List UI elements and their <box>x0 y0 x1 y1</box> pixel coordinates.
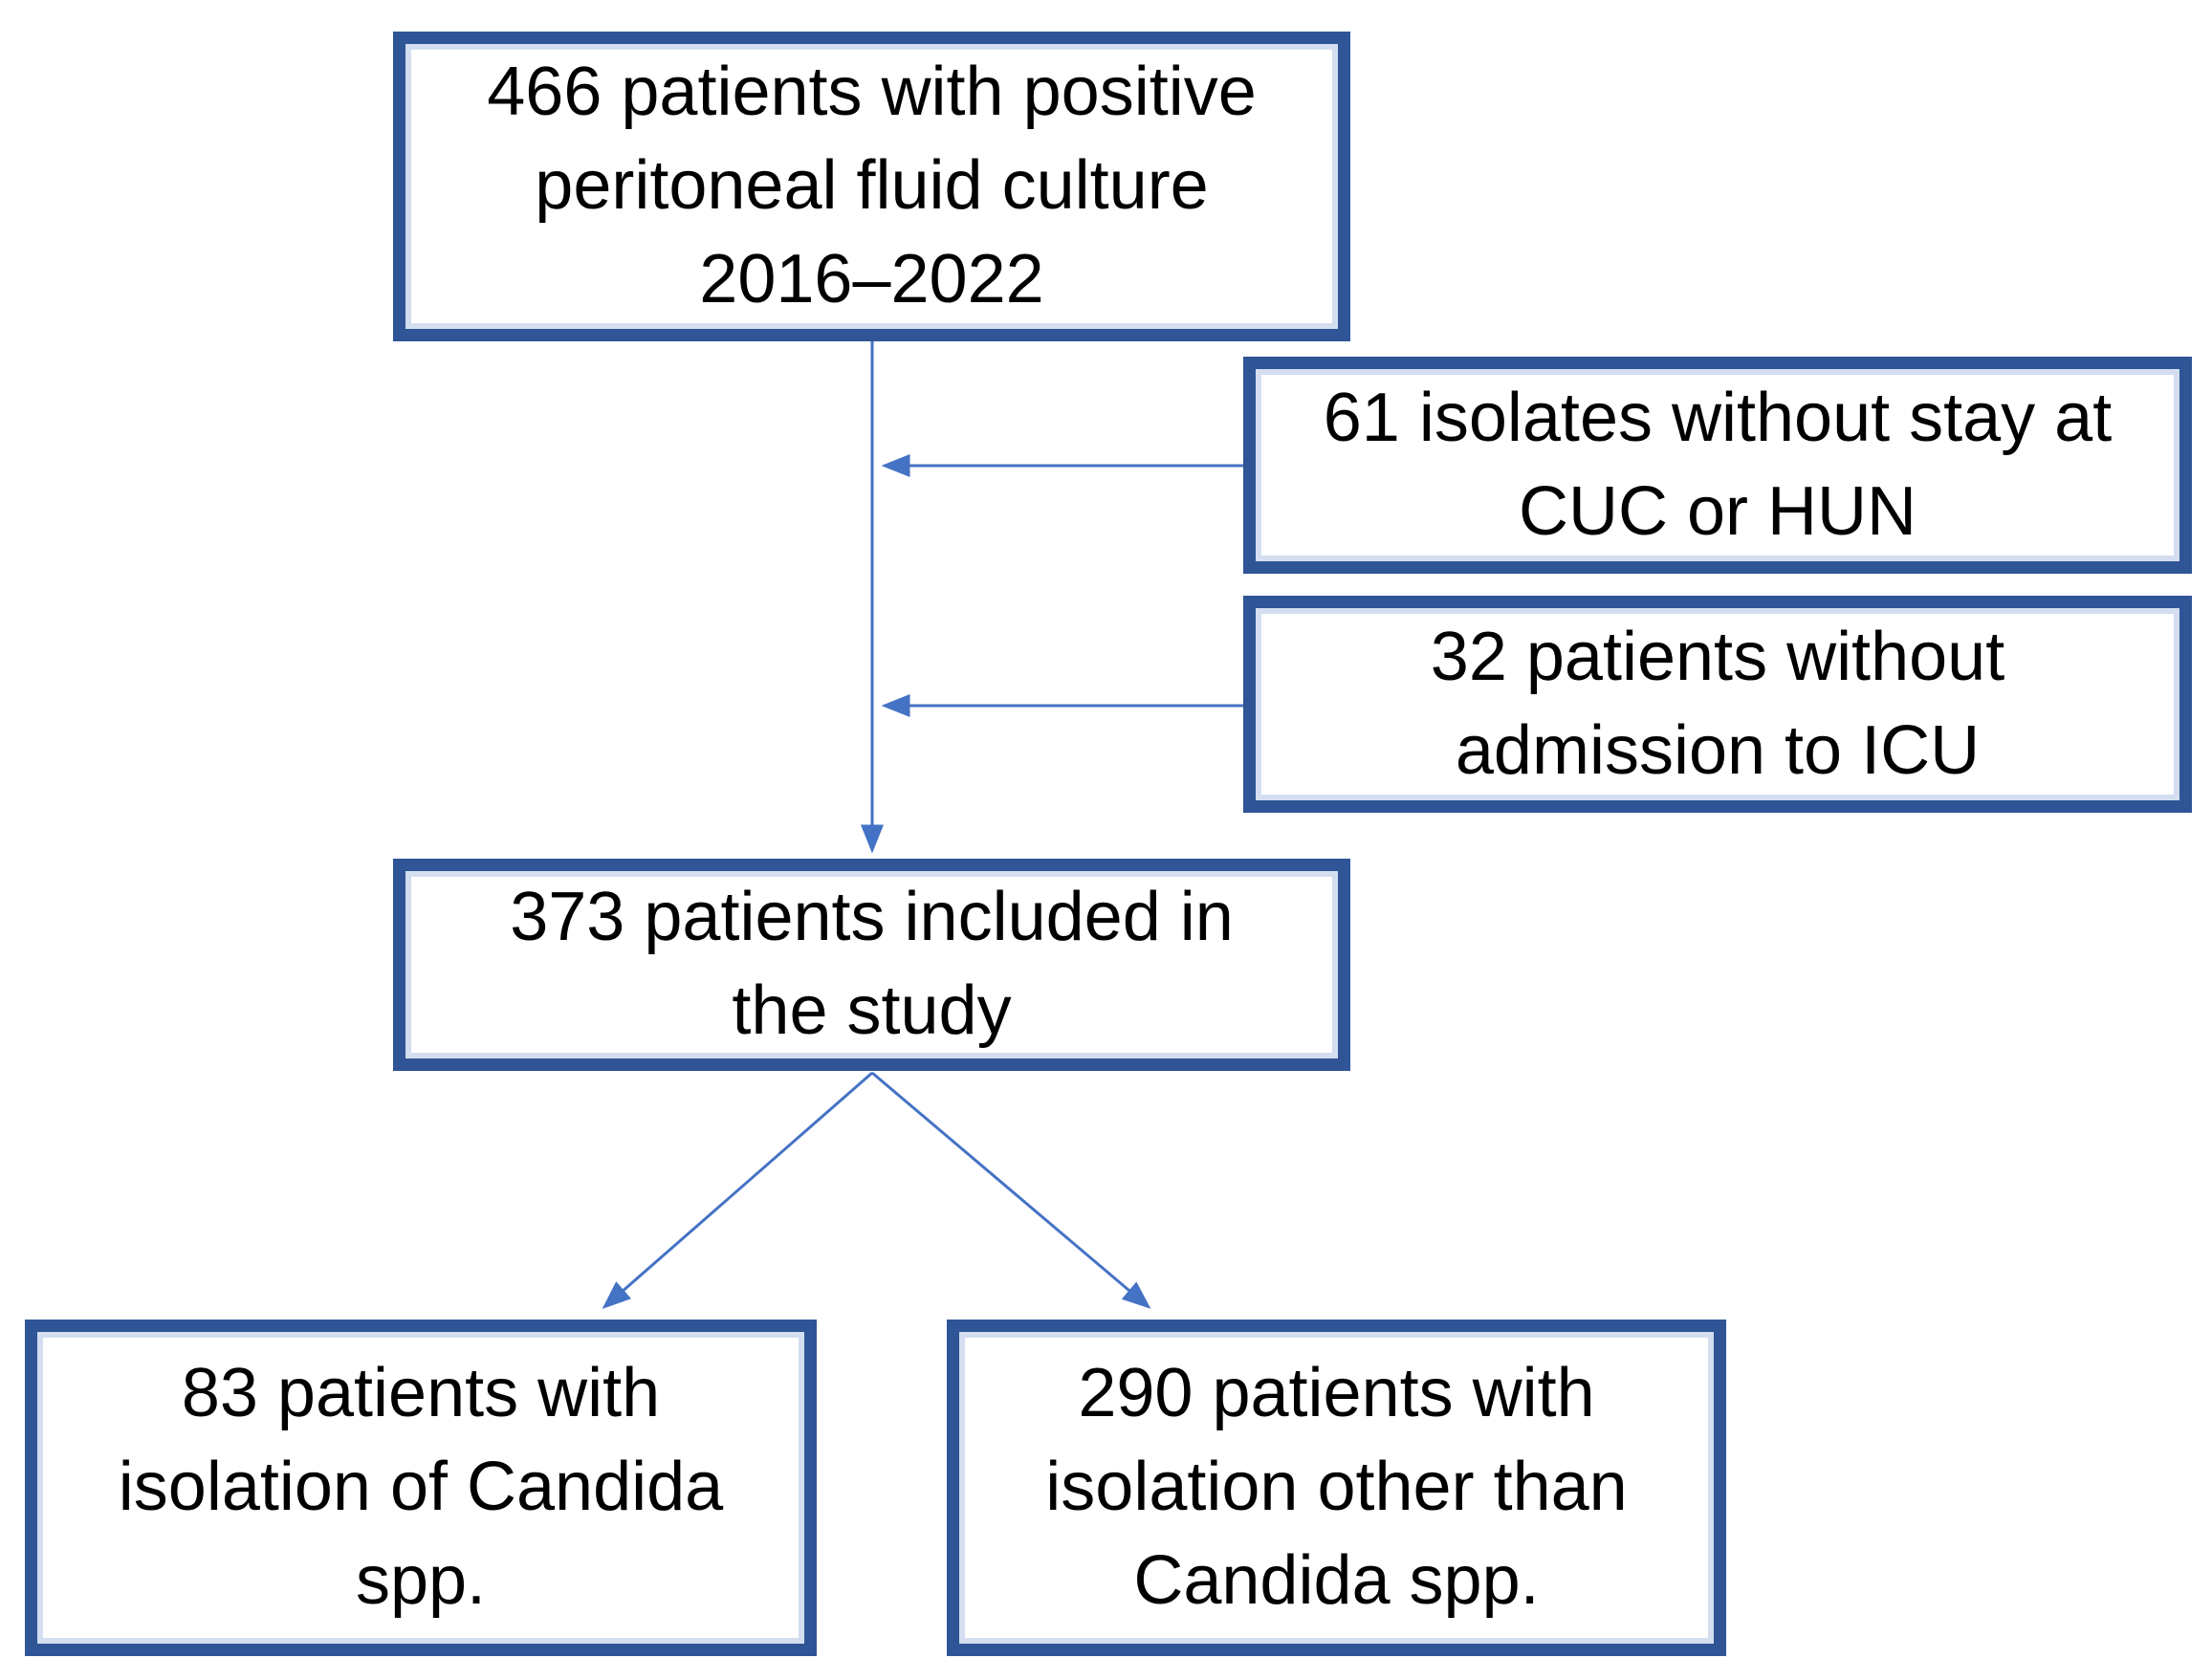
box-excluded-no-stay: 61 isolates without stay at CUC or HUN <box>1243 357 2192 574</box>
box-candida-isolation-label: 83 patients with isolation of Candida sp… <box>118 1355 724 1619</box>
box-excluded-no-stay-label: 61 isolates without stay at CUC or HUN <box>1323 379 2113 550</box>
box-included-patients-label: 373 patients included in the study <box>510 879 1234 1049</box>
box-candida-isolation: 83 patients with isolation of Candida sp… <box>25 1320 817 1656</box>
box-included-patients: 373 patients included in the study <box>393 859 1350 1071</box>
box-total-patients-label: 466 patients with positive peritoneal fl… <box>487 54 1257 317</box>
arrow-included-to-candida <box>602 1071 873 1309</box>
box-excluded-no-icu-label: 32 patients without admission to ICU <box>1430 618 2005 789</box>
box-total-patients: 466 patients with positive peritoneal fl… <box>393 32 1350 341</box>
arrow-included-to-non-candida <box>871 1071 1151 1309</box>
box-excluded-no-icu: 32 patients without admission to ICU <box>1243 596 2192 813</box>
box-non-candida-isolation: 290 patients with isolation other than C… <box>947 1320 1726 1656</box>
box-non-candida-isolation-label: 290 patients with isolation other than C… <box>1045 1355 1628 1619</box>
